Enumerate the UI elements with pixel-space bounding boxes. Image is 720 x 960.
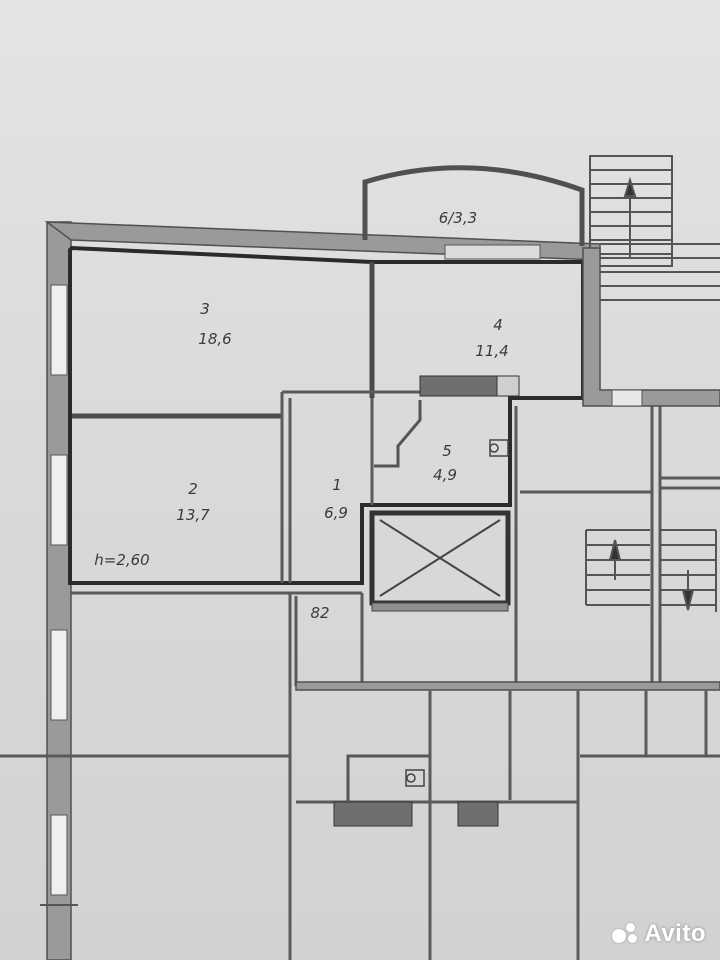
bathroom-shaft-2 — [496, 375, 520, 397]
room-3-area: 18,6 — [198, 330, 231, 348]
stairs-middle — [585, 529, 717, 612]
watermark-text: Avito — [644, 920, 706, 947]
window-left-2 — [50, 454, 68, 546]
room-2-number: 2 — [188, 480, 198, 498]
balcony-door — [444, 244, 541, 260]
avito-logo-icon — [612, 923, 638, 945]
right-rooms — [514, 406, 720, 690]
lower-walls — [0, 591, 720, 960]
window-left-4 — [50, 814, 68, 896]
balcony-outline — [362, 165, 585, 246]
ceiling-height-label: h=2,60 — [94, 551, 149, 569]
window-left-1 — [50, 284, 68, 376]
room-2-area: 13,7 — [176, 506, 210, 524]
bathroom-shaft — [419, 375, 499, 397]
toilet-icon — [489, 439, 509, 457]
avito-watermark: Avito — [612, 920, 706, 948]
bathroom-partition — [374, 400, 422, 468]
stairs-top — [589, 155, 720, 301]
balcony-label: 6/3,3 — [439, 209, 477, 227]
room-1-area: 6,9 — [324, 504, 348, 522]
apartment-outline — [68, 245, 585, 585]
elevator-shaft — [369, 510, 511, 612]
window-right — [611, 389, 643, 407]
room-4-number: 4 — [493, 316, 503, 334]
room-3-number: 3 — [200, 300, 210, 318]
room-5-area: 4,9 — [433, 466, 457, 484]
neighbor-area-label: 82 — [310, 604, 329, 622]
room-1-number: 1 — [332, 476, 342, 494]
room-5-number: 5 — [442, 442, 452, 460]
window-left-3 — [50, 629, 68, 721]
room-4-area: 11,4 — [475, 342, 508, 360]
outer-wall-right — [582, 247, 720, 407]
